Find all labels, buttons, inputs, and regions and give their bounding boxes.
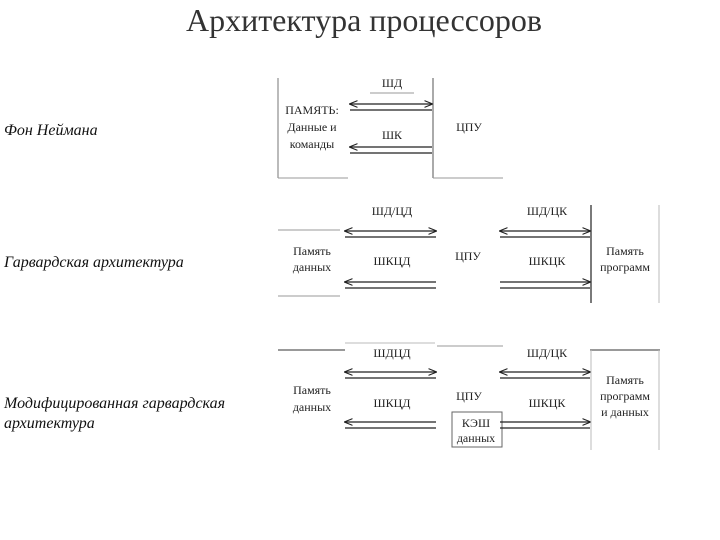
- program-memory-line-2: программ: [600, 260, 650, 274]
- memory-line-1: ПАМЯТЬ:: [285, 103, 339, 117]
- control-bus-label: ШК: [382, 128, 403, 142]
- data-memory-line-1: Память: [293, 244, 331, 258]
- data-bus-label: ШД: [382, 76, 402, 90]
- cpu-label: ЦПУ: [456, 120, 482, 134]
- cache-box: [451, 411, 503, 448]
- program-memory-line-2: программ: [600, 389, 650, 403]
- program-bus-label: ШД/ЦК: [527, 346, 568, 360]
- von-neumann-block: ПАМЯТЬ: Данные и команды ШД ШК ЦПУ: [277, 76, 503, 179]
- program-bus-label: ШД/ЦК: [527, 204, 568, 218]
- harvard-block: Память данных ШД/ЦД ШКЦД ЦПУ ШД/ЦК ШКЦК …: [278, 204, 660, 303]
- memory-line-2: Данные и: [287, 120, 337, 134]
- cache-line-1: КЭШ: [462, 416, 490, 430]
- cpu-label: ЦПУ: [456, 389, 482, 403]
- data-memory-line-1: Память: [293, 383, 331, 397]
- cache-line-2: данных: [457, 431, 495, 445]
- data-memory-line-2: данных: [293, 260, 331, 274]
- program-control-bus-label: ШКЦК: [529, 254, 567, 268]
- program-memory-line-3: и данных: [601, 405, 649, 419]
- data-memory-line-2: данных: [293, 400, 331, 414]
- cpu-label: ЦПУ: [455, 249, 481, 263]
- memory-line-3: команды: [290, 137, 334, 151]
- data-bus-label: ШДЦД: [373, 346, 410, 360]
- program-memory-line-1: Память: [606, 373, 644, 387]
- program-memory-line-1: Память: [606, 244, 644, 258]
- data-control-bus-label: ШКЦД: [374, 396, 411, 410]
- program-control-bus-label: ШКЦК: [529, 396, 567, 410]
- row-label-harvard: Гарвардская архитектура: [4, 254, 184, 271]
- modified-harvard-block: Память данных ШДЦД ШКЦД ЦПУ КЭШ данных Ш…: [278, 342, 660, 450]
- data-control-bus-label: ШКЦД: [374, 254, 411, 268]
- page-title: Архитектура процессоров: [185, 2, 543, 38]
- row-label-von-neumann: Фон Неймана: [4, 122, 98, 139]
- data-bus-label: ШД/ЦД: [372, 204, 412, 218]
- row-label-modified-harvard: Модифицированная гарвардская архитектура: [4, 395, 226, 432]
